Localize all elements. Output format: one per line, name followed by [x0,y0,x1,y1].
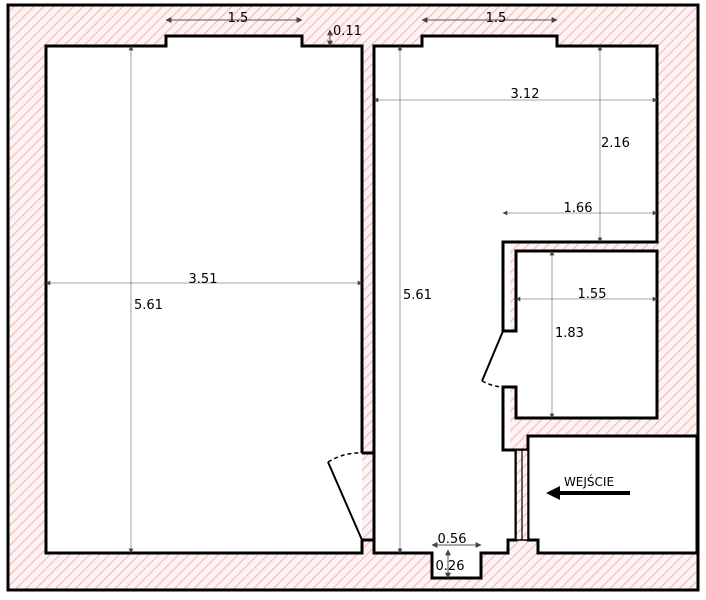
entrance-corridor [516,434,699,555]
label-room1-height: 5.61 [134,298,163,313]
label-bath-width: 1.55 [578,287,607,302]
label-entrance: WEJŚCIE [564,474,614,489]
door-left-swing [327,452,363,463]
label-room1-width: 3.51 [189,272,218,287]
entrance-arrow-head [546,486,560,500]
label-room1-window: 1.5 [228,11,249,26]
door-bath-swing [481,380,504,388]
wall-hatch [8,5,698,590]
label-niche-depth: 0.26 [436,559,465,574]
outer-wall [6,3,700,592]
door-bath[interactable] [481,330,504,382]
label-window-depth: 0.11 [333,24,362,39]
partition-wall [362,451,374,542]
label-room2-height: 5.61 [403,288,432,303]
label-room2-width: 3.12 [511,87,540,102]
label-bath-height: 1.83 [555,326,584,341]
room-left-outline [44,34,364,555]
label-room2-window: 1.5 [486,11,507,26]
label-upper-depth: 2.16 [601,136,630,151]
label-niche-width: 0.56 [438,532,467,547]
room-right-outline [372,34,659,580]
door-left[interactable] [327,461,363,541]
label-corridor-width: 1.66 [564,201,593,216]
